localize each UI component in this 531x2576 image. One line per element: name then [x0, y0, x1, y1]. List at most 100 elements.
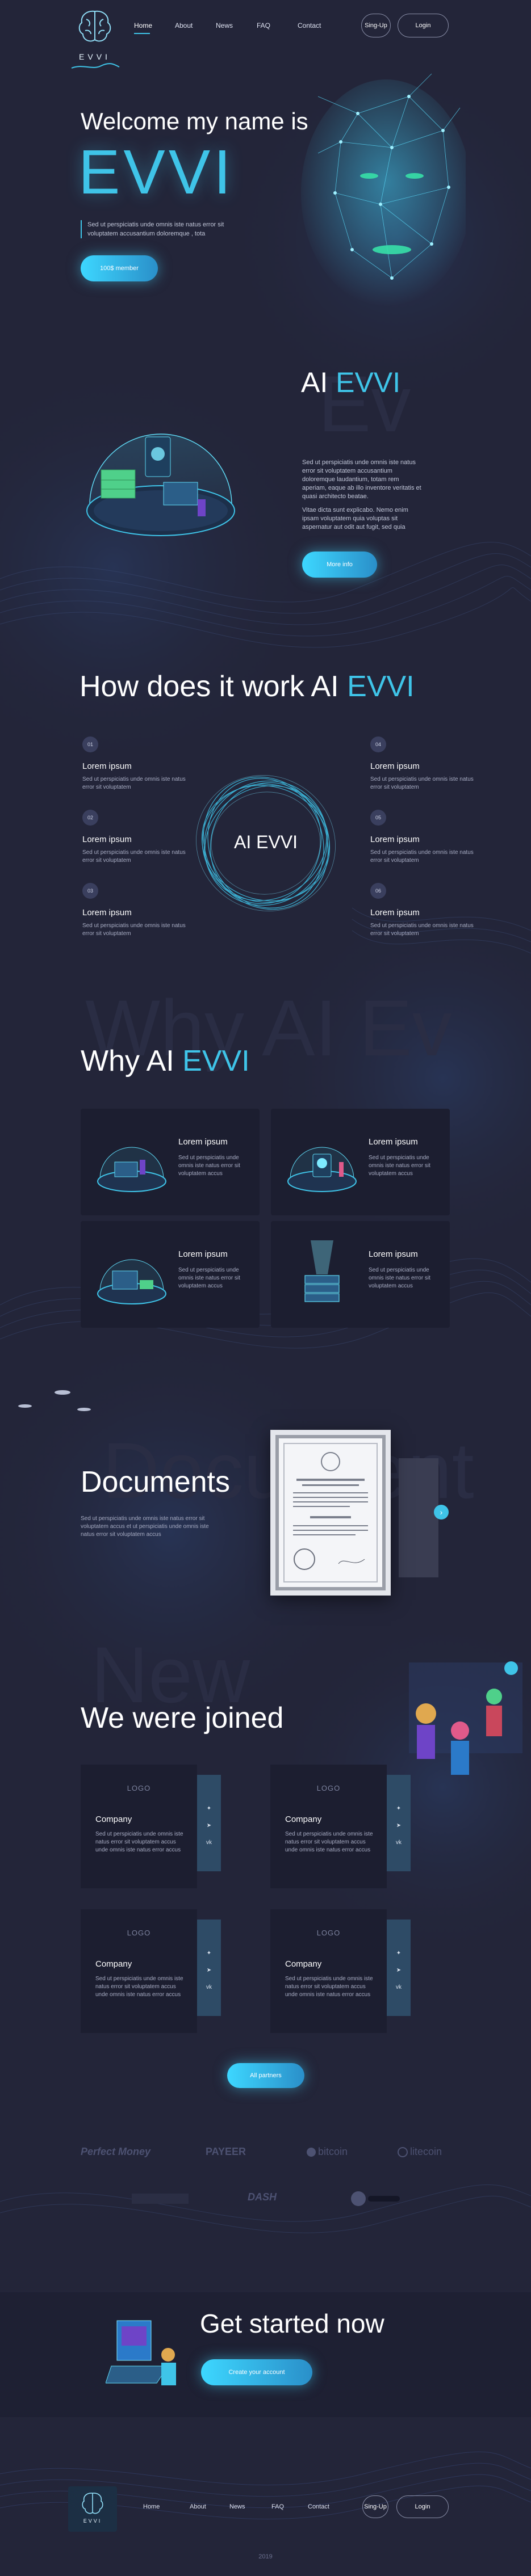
- certificate-document[interactable]: [270, 1430, 391, 1596]
- partner-card: LOGO Company Sed ut perspiciatis unde om…: [270, 1909, 387, 2033]
- footer-logo[interactable]: EVVI: [68, 2486, 117, 2532]
- svg-text:Docu: Docu: [102, 1426, 288, 1515]
- why-card: Lorem ipsum Sed ut perspiciatis unde omn…: [81, 1221, 260, 1328]
- why-card-title: Lorem ipsum: [178, 1137, 228, 1147]
- twitter-icon[interactable]: ✦: [206, 1805, 212, 1812]
- svg-text:New: New: [91, 1630, 250, 1719]
- step-06: 06 Lorem ipsum Sed ut perspiciatis unde …: [370, 883, 484, 938]
- why-title: Why AI EVVI: [81, 1044, 250, 1078]
- hero-name: EVVI: [78, 137, 235, 207]
- partner-social-panel: ✦ ➤ vk: [197, 1775, 221, 1871]
- partner-company: Company: [95, 1959, 132, 1969]
- telegram-icon[interactable]: ➤: [206, 1967, 212, 1973]
- partner-card: LOGO Company Sed ut perspiciatis unde om…: [270, 1765, 387, 1888]
- twitter-icon[interactable]: ✦: [206, 1950, 212, 1956]
- step-02: 02 Lorem ipsum Sed ut perspiciatis unde …: [82, 810, 196, 865]
- footer-nav-about[interactable]: About: [190, 2503, 206, 2510]
- site-logo[interactable]: EVVI: [69, 8, 120, 70]
- data-stack-icon: [304, 1240, 340, 1302]
- why-card-title: Lorem ipsum: [178, 1249, 228, 1259]
- twitter-icon[interactable]: ✦: [396, 1805, 402, 1812]
- twitter-icon[interactable]: ✦: [396, 1950, 402, 1956]
- main-nav: Home About News FAQ Contact: [134, 22, 338, 30]
- partner-social-panel: ✦ ➤ vk: [387, 1920, 411, 2016]
- why-title-prefix: Why AI: [81, 1045, 183, 1077]
- about-paragraph-1: Sed ut perspiciatis unde omnis iste natu…: [302, 459, 421, 500]
- partner-company: Company: [95, 1815, 132, 1824]
- copyright-text: 2019: [258, 2553, 273, 2560]
- signup-button[interactable]: Sing-Up: [361, 14, 391, 37]
- footer-login-button[interactable]: Login: [396, 2495, 449, 2518]
- why-card: Lorem ipsum Sed ut perspiciatis unde omn…: [271, 1221, 450, 1328]
- get-started-section: Get started now Create your account: [0, 2292, 531, 2417]
- site-header: EVVI Home About News FAQ Contact Sing-Up…: [0, 0, 531, 74]
- vk-icon[interactable]: vk: [396, 1840, 402, 1846]
- about-title-prefix: AI: [301, 367, 336, 398]
- svg-text:Why AI Ev: Why AI Ev: [85, 983, 452, 1072]
- step-number: 02: [82, 810, 98, 826]
- step-title: Lorem ipsum: [82, 908, 132, 917]
- ai-face-illustration: [301, 73, 466, 306]
- create-account-button[interactable]: Create your account: [201, 2359, 312, 2385]
- litecoin-logo: litecoin: [398, 2146, 442, 2158]
- why-card-title: Lorem ipsum: [369, 1137, 418, 1147]
- next-document-arrow-icon[interactable]: ›: [434, 1505, 449, 1519]
- partner-text: Sed ut perspiciatis unde omnis iste natu…: [285, 1831, 373, 1853]
- partner-logo: LOGO: [316, 1784, 341, 1792]
- partner-logo: LOGO: [127, 1784, 151, 1792]
- footer-nav: Home About News FAQ Contact: [143, 2503, 344, 2510]
- nav-about[interactable]: About: [175, 22, 193, 30]
- step-number: 03: [82, 883, 98, 899]
- partner-text: Sed ut perspiciatis unde omnis iste natu…: [95, 1976, 183, 1998]
- footer-nav-contact[interactable]: Contact: [308, 2503, 329, 2510]
- nav-faq[interactable]: FAQ: [257, 22, 271, 30]
- telegram-icon[interactable]: ➤: [396, 1822, 402, 1829]
- how-title-prefix: How does it work AI: [80, 670, 348, 703]
- partner-social-panel: ✦ ➤ vk: [387, 1775, 411, 1871]
- step-number: 04: [370, 736, 386, 752]
- ai-core-dome-icon: [287, 1147, 357, 1192]
- nav-contact[interactable]: Contact: [298, 22, 321, 30]
- step-title: Lorem ipsum: [82, 835, 132, 844]
- step-number: 05: [370, 810, 386, 826]
- footer-nav-home[interactable]: Home: [143, 2503, 160, 2510]
- partner-text: Sed ut perspiciatis unde omnis iste natu…: [95, 1831, 183, 1853]
- why-card: Lorem ipsum Sed ut perspiciatis unde omn…: [81, 1109, 260, 1215]
- litecoin-coin-icon: [398, 2147, 408, 2158]
- login-button[interactable]: Login: [398, 14, 449, 37]
- partner-card: LOGO Company Sed ut perspiciatis unde om…: [81, 1909, 197, 2033]
- coin-wordmark-bar: [368, 2196, 400, 2202]
- partner-card: LOGO Company Sed ut perspiciatis unde om…: [81, 1765, 197, 1888]
- step-number: 01: [82, 736, 98, 752]
- footer-nav-news[interactable]: News: [229, 2503, 245, 2510]
- step-03: 03 Lorem ipsum Sed ut perspiciatis unde …: [82, 883, 196, 938]
- telegram-icon[interactable]: ➤: [396, 1967, 402, 1973]
- how-title-accent: EVVI: [347, 670, 415, 703]
- logo-wave-icon: [71, 63, 120, 69]
- payeer-logo: PAYEER: [206, 2146, 246, 2157]
- hero-description: Sed ut perspiciatis unde omnis iste natu…: [81, 220, 234, 238]
- more-info-button[interactable]: More info: [302, 552, 377, 578]
- vk-icon[interactable]: vk: [206, 1840, 212, 1846]
- member-button[interactable]: 100$ member: [81, 255, 158, 281]
- step-01: 01 Lorem ipsum Sed ut perspiciatis unde …: [82, 736, 196, 792]
- about-title-accent: EVVI: [336, 367, 401, 398]
- partner-coin-logo: [351, 2191, 402, 2206]
- team-illustration: [409, 1661, 522, 1775]
- partner-logo: LOGO: [127, 1929, 151, 1937]
- vk-icon[interactable]: vk: [206, 1984, 212, 1990]
- step-05: 05 Lorem ipsum Sed ut perspiciatis unde …: [370, 810, 484, 865]
- logo-wordmark: EVVI: [79, 52, 111, 61]
- nav-home[interactable]: Home: [134, 22, 153, 30]
- site-footer: EVVI Home About News FAQ Contact Sing-Up…: [0, 2440, 531, 2576]
- nav-news[interactable]: News: [216, 22, 233, 30]
- footer-signup-button[interactable]: Sing-Up: [362, 2495, 388, 2518]
- bitcoin-logo: bitcoin: [307, 2146, 348, 2158]
- footer-nav-faq[interactable]: FAQ: [271, 2503, 285, 2510]
- perfect-money-logo: Perfect Money: [81, 2146, 151, 2157]
- vk-icon[interactable]: vk: [396, 1984, 402, 1990]
- step-text: Sed ut perspiciatis unde omnis iste natu…: [370, 776, 474, 790]
- telegram-icon[interactable]: ➤: [206, 1822, 212, 1829]
- center-ai-label: AI EVVI: [233, 832, 298, 852]
- all-partners-button[interactable]: All partners: [227, 2063, 304, 2088]
